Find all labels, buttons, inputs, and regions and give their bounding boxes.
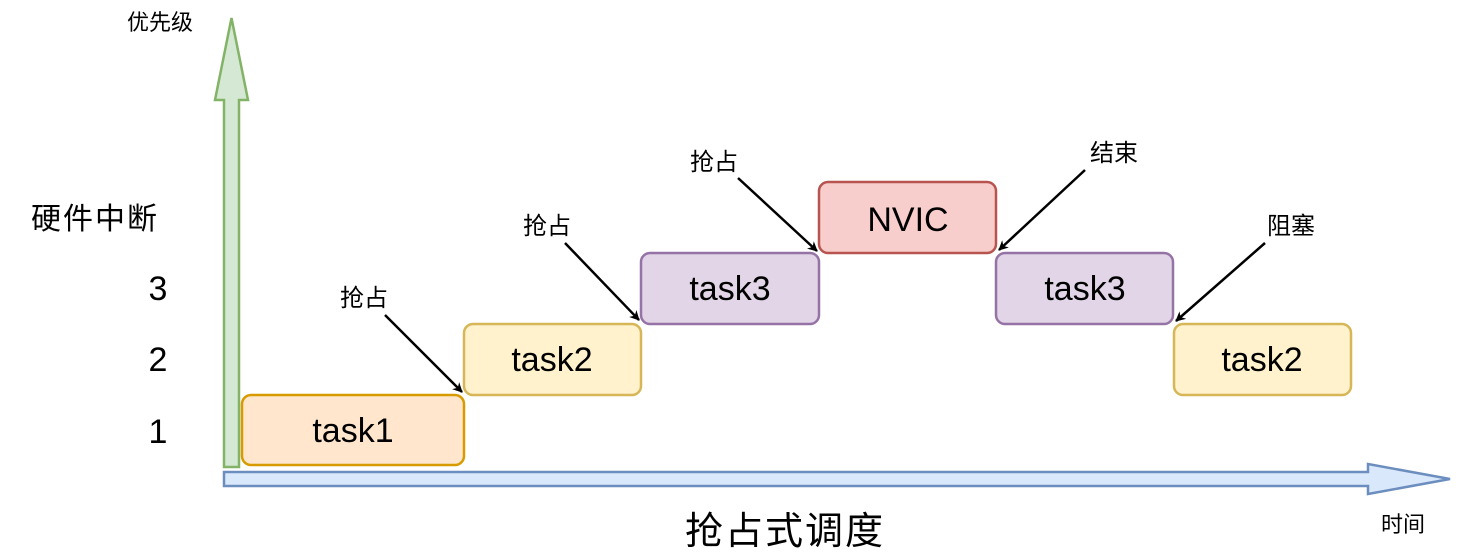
block-arrow: [1175, 242, 1266, 322]
diagram-title: 抢占式调度: [685, 509, 885, 553]
task-label: task2: [1221, 341, 1302, 379]
task-label: task2: [511, 341, 592, 379]
priority-axis-arrow: [213, 17, 250, 469]
priority-level-1-label: 1: [149, 413, 168, 451]
preempt-label-2: 抢占: [523, 212, 571, 240]
task-box-task2-resume: task2: [1172, 322, 1353, 397]
end-label: 结束: [1090, 139, 1138, 167]
preempt-arrow-2: [564, 242, 640, 321]
time-axis-arrow: [222, 462, 1451, 496]
task-label: task3: [689, 270, 770, 308]
time-axis-label: 时间: [1381, 513, 1425, 538]
task-box-nvic: NVIC: [817, 180, 998, 255]
task-box-task3: task3: [639, 251, 821, 326]
task-label: NVIC: [867, 201, 948, 239]
priority-axis-label: 优先级: [127, 11, 193, 36]
task-box-task2: task2: [462, 322, 643, 397]
priority-level-3-label: 3: [149, 270, 168, 308]
priority-level-2-label: 2: [149, 341, 168, 379]
task-box-task3-resume: task3: [994, 251, 1175, 326]
preempt-arrow-3: [737, 177, 818, 252]
task-box-task1: task1: [240, 393, 466, 467]
end-arrow: [998, 169, 1086, 251]
hw-interrupt-label: 硬件中断: [31, 202, 159, 237]
preempt-label-1: 抢占: [340, 284, 388, 312]
preempt-arrow-1: [384, 314, 463, 393]
preempt-label-3: 抢占: [690, 148, 738, 176]
task-label: task3: [1044, 270, 1125, 308]
task-label: task1: [312, 412, 393, 450]
block-label: 阻塞: [1267, 212, 1315, 240]
